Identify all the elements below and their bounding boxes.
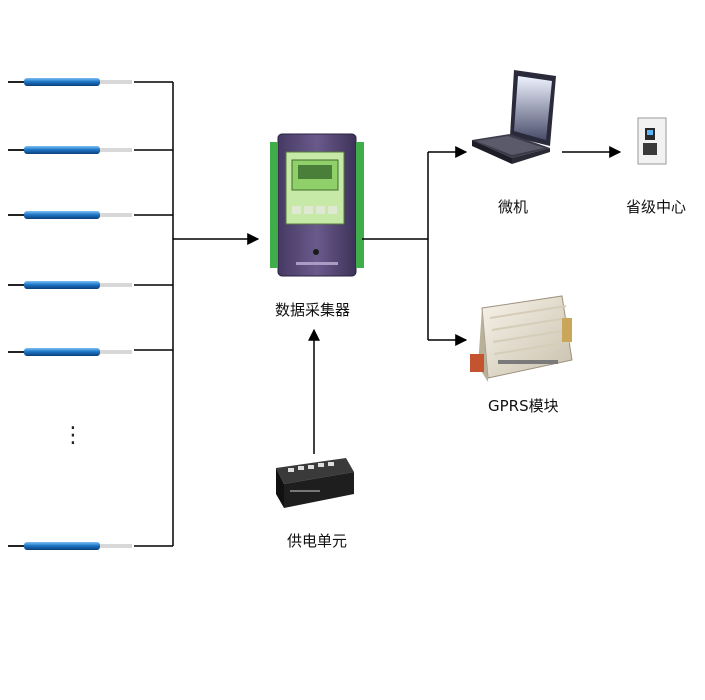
server-station-icon	[637, 117, 667, 165]
sensor-probes	[8, 78, 132, 550]
sensor-bus	[134, 81, 174, 547]
power-unit-label: 供电单元	[287, 532, 348, 550]
computer-label: 微机	[498, 198, 529, 216]
sensor-probe-icon	[8, 542, 132, 550]
sensor-probe-icon	[8, 78, 132, 86]
gprs-modem-icon	[470, 295, 573, 382]
collector-output-lines	[362, 152, 429, 340]
provincial-center-label: 省级中心	[626, 198, 687, 216]
more-sensors-ellipsis: ⋮	[62, 423, 84, 448]
sensor-probe-icon	[8, 211, 132, 219]
laptop-icon	[472, 70, 556, 164]
sensor-probe-icon	[8, 146, 132, 154]
sensor-probe-icon	[8, 281, 132, 289]
power-supply-box-icon	[276, 458, 354, 508]
data-collector-device-icon	[270, 133, 364, 277]
gprs-module-label: GPRS模块	[488, 397, 559, 415]
collector-label: 数据采集器	[275, 301, 351, 319]
sensor-probe-icon	[8, 348, 132, 356]
